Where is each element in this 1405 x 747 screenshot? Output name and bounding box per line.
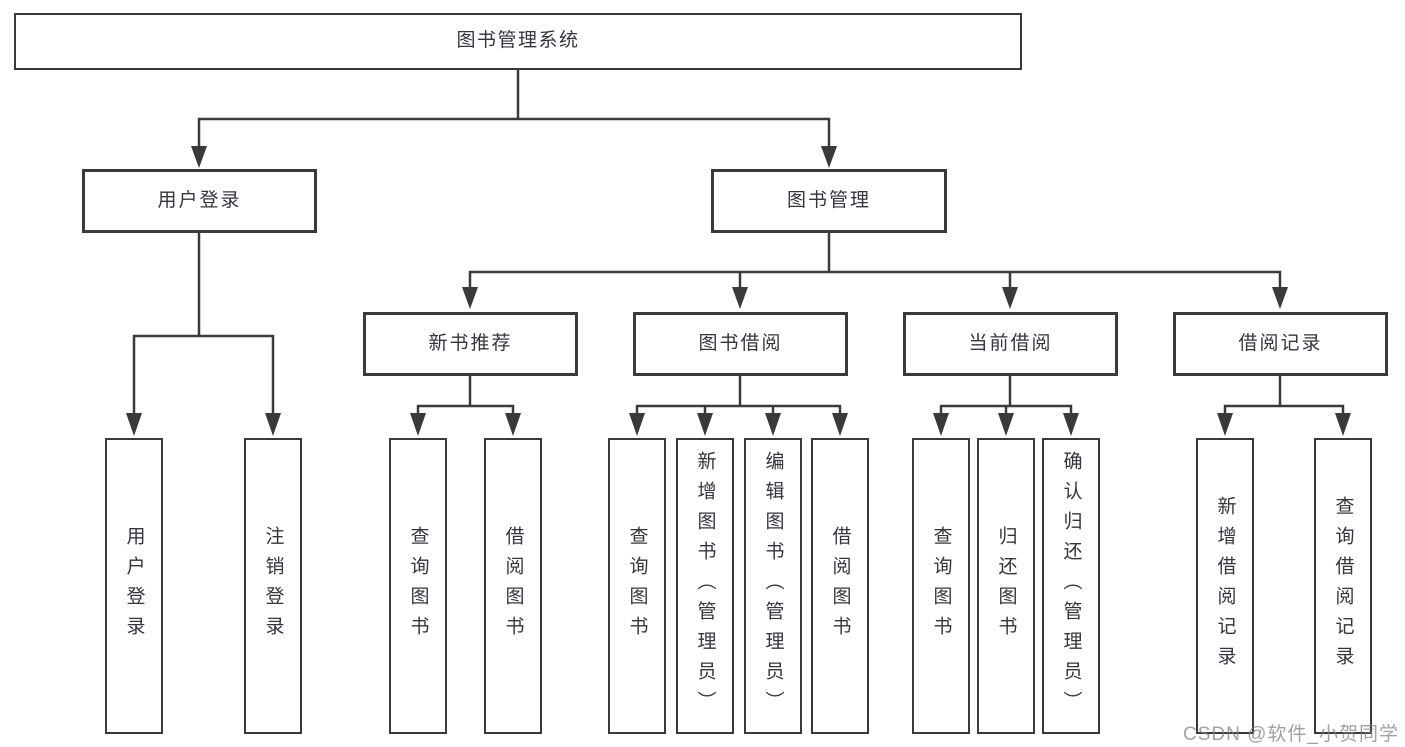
node-new-book-recommend: 新书推荐 bbox=[363, 312, 578, 376]
node-return-books: 归还图书 bbox=[977, 438, 1035, 734]
node-borrow-books-recommend: 借阅图书 bbox=[484, 438, 542, 734]
node-logout-login: 注销登录 bbox=[244, 438, 302, 734]
node-user-login: 用户登录 bbox=[82, 169, 317, 233]
node-query-books-current: 查询图书 bbox=[912, 438, 970, 734]
node-borrowing-records: 借阅记录 bbox=[1173, 312, 1388, 376]
node-add-books-admin: 新增图书（管理员） bbox=[676, 438, 734, 734]
node-query-books-borrowing: 查询图书 bbox=[608, 438, 666, 734]
node-edit-books-admin: 编辑图书（管理员） bbox=[744, 438, 802, 734]
node-library-management-system: 图书管理系统 bbox=[14, 13, 1022, 70]
watermark: CSDN @软件_小贺同学 bbox=[1183, 724, 1399, 745]
node-borrow-books: 借阅图书 bbox=[811, 438, 869, 734]
node-add-borrow-record: 新增借阅记录 bbox=[1196, 438, 1254, 734]
node-confirm-return-admin: 确认归还（管理员） bbox=[1042, 438, 1100, 734]
node-query-borrow-record: 查询借阅记录 bbox=[1314, 438, 1372, 734]
node-user-login-leaf: 用户登录 bbox=[105, 438, 163, 734]
node-book-borrowing: 图书借阅 bbox=[633, 312, 848, 376]
node-book-management: 图书管理 bbox=[711, 169, 947, 233]
node-current-borrowing: 当前借阅 bbox=[903, 312, 1118, 376]
node-query-books-recommend: 查询图书 bbox=[389, 438, 447, 734]
